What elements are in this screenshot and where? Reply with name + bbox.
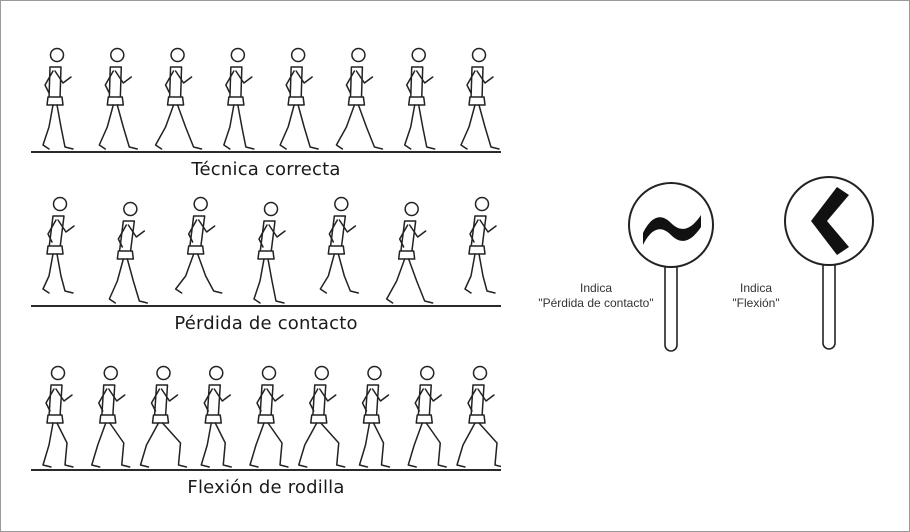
sign-caption-line1: Indica (739, 281, 773, 295)
sign-caption-line1: Indica (579, 281, 613, 295)
athlete-figure (249, 365, 289, 468)
row-caption-loss-of-contact: Pérdida de contacto (174, 313, 358, 334)
sign-disc (784, 176, 874, 266)
athlete-figure (91, 365, 131, 468)
athlete-figure (42, 196, 75, 294)
athlete-figure (407, 365, 447, 468)
athlete-figure (200, 365, 232, 468)
athlete-figure (385, 201, 434, 304)
sign-knee-bend (784, 176, 874, 350)
athlete-figure (335, 47, 384, 150)
row-knee-bend: Flexión de rodilla (31, 357, 501, 507)
sign-caption-knee-bend: Indica "Flexión" (711, 281, 801, 311)
wavy-line-icon (643, 215, 701, 245)
athlete-figure (42, 365, 74, 468)
athlete-figure (319, 196, 360, 294)
athlete-figure (223, 47, 255, 150)
row-correct-technique: Técnica correcta (31, 39, 501, 189)
athlete-figure (42, 47, 74, 150)
athlete-figure (403, 47, 436, 150)
sign-loss-of-contact (628, 182, 714, 352)
runner-sequence-loss-of-contact (42, 196, 497, 304)
sign-caption-line2: "Pérdida de contacto" (538, 296, 654, 310)
athlete-figure (298, 365, 346, 468)
runner-sequence-knee-bend (42, 365, 501, 468)
chevron-left-icon (811, 187, 849, 255)
athlete-figure (108, 201, 149, 304)
row-loss-of-contact: Pérdida de contacto (31, 193, 501, 343)
sign-post (822, 256, 836, 350)
athlete-figure (279, 47, 319, 150)
athlete-figure (253, 201, 286, 304)
row-caption-knee-bend: Flexión de rodilla (187, 477, 345, 498)
athlete-figure (456, 365, 501, 468)
row-caption-correct: Técnica correcta (191, 159, 341, 180)
athlete-figure (464, 196, 497, 294)
sign-caption-loss-of-contact: Indica "Pérdida de contacto" (521, 281, 671, 311)
ground-line (31, 151, 501, 153)
athlete-figure (98, 47, 139, 150)
ground-line (31, 469, 501, 471)
ground-line (31, 305, 501, 307)
athlete-figure (358, 365, 391, 468)
athlete-figure (154, 47, 203, 150)
athlete-figure (139, 365, 188, 468)
athlete-figure (460, 47, 500, 150)
athlete-figure (174, 196, 223, 294)
sign-caption-line2: "Flexión" (732, 296, 780, 310)
runner-sequence-correct (42, 47, 500, 150)
